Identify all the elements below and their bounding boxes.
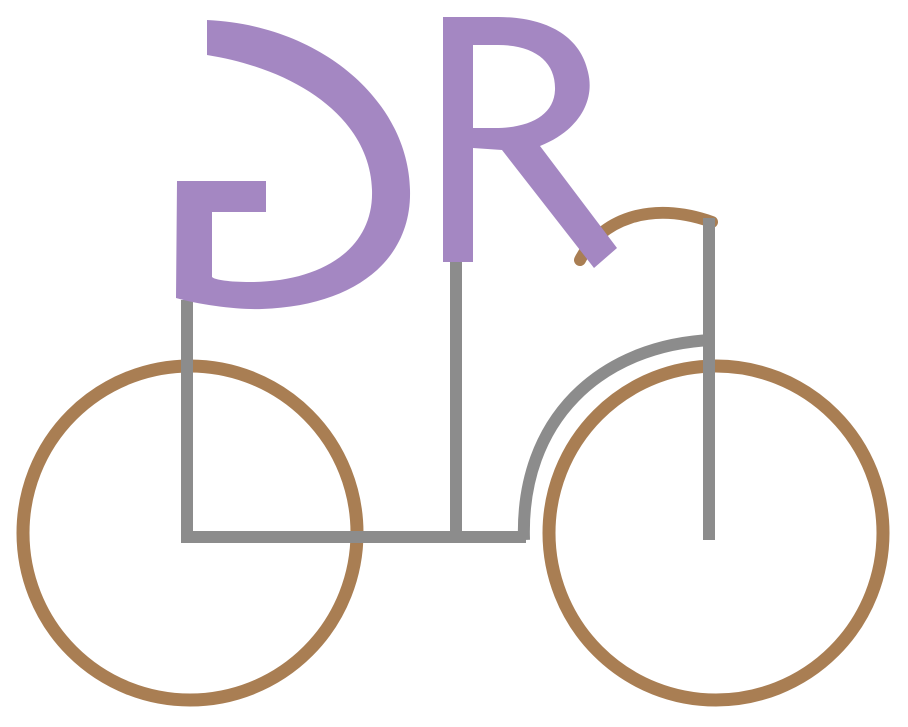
monogram-letters <box>176 17 617 310</box>
front-wheel <box>542 359 890 707</box>
bicycle-frame <box>181 218 715 543</box>
letter-r <box>443 17 617 268</box>
fender-curve <box>517 334 713 541</box>
letter-g <box>176 20 411 310</box>
